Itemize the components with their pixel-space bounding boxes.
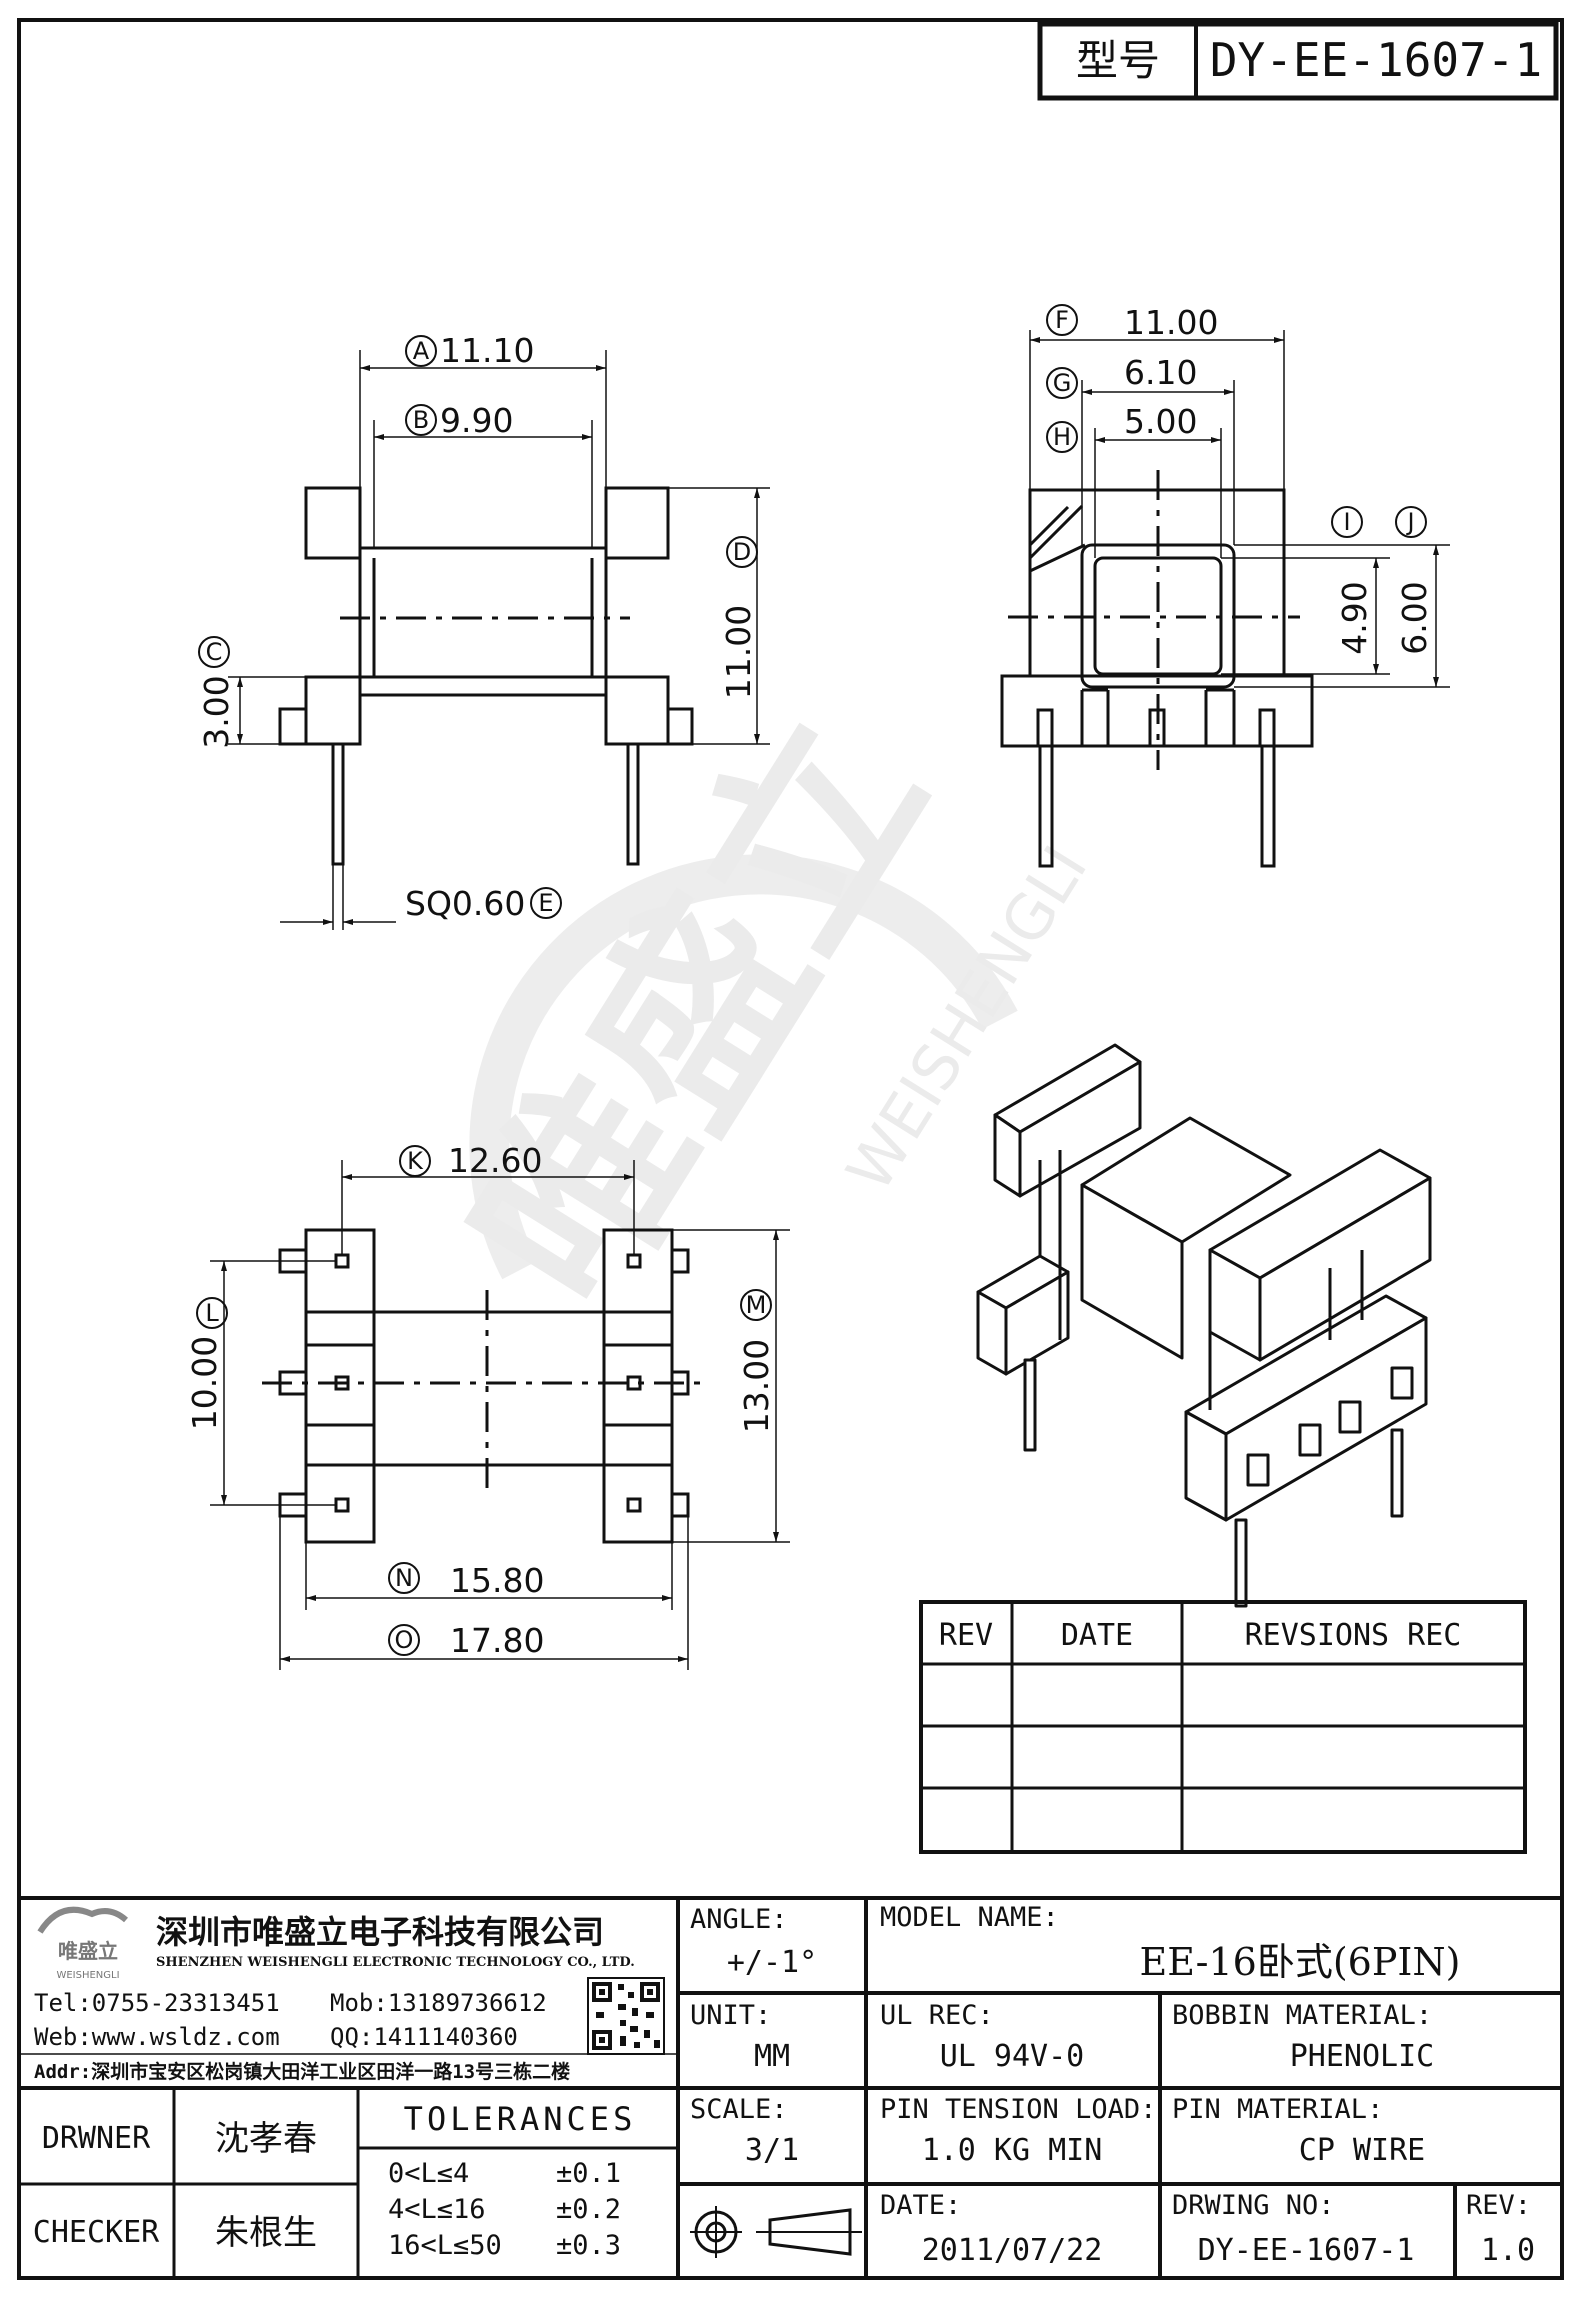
tol-value-2: ±0.2 <box>556 2194 621 2225</box>
pin-tension-label: PIN TENSION LOAD: <box>880 2094 1156 2125</box>
dim-value-a: 11.10 <box>440 331 534 370</box>
company-web: Web:www.wsldz.com <box>34 2023 280 2051</box>
drawer-name: 沈孝春 <box>215 2119 317 2159</box>
dim-letter-e: E <box>538 889 553 917</box>
dim-letter-j: J <box>1405 508 1414 536</box>
dim-value-b: 9.90 <box>440 401 513 440</box>
pin-material-label: PIN MATERIAL: <box>1172 2094 1383 2125</box>
model-label: 型号 <box>1076 36 1160 85</box>
sheet-border <box>17 18 1564 2280</box>
front-view <box>228 350 770 930</box>
dim-letter-c: C <box>206 638 223 666</box>
ul-label: UL REC: <box>880 2000 994 2031</box>
dim-letter-d: D <box>733 538 751 566</box>
ul-value: UL 94V-0 <box>940 2039 1085 2074</box>
dim-value-o: 17.80 <box>450 1621 544 1660</box>
drawing-no-value: DY-EE-1607-1 <box>1198 2233 1415 2268</box>
pin-material-value: CP WIRE <box>1299 2133 1425 2168</box>
angle-label: ANGLE: <box>690 1904 788 1935</box>
dim-letter-a: A <box>413 337 430 365</box>
dim-letter-f: F <box>1055 306 1069 334</box>
logo-cn: 唯盛立 <box>58 1939 118 1963</box>
pin-tension-value: 1.0 KG MIN <box>922 2133 1103 2168</box>
company-name-cn: 深圳市唯盛立电子科技有限公司 <box>156 1913 604 1951</box>
tol-range-1: 0<L≤4 <box>388 2158 469 2189</box>
tol-value-1: ±0.1 <box>556 2158 621 2189</box>
date-value: 2011/07/22 <box>922 2233 1103 2268</box>
dim-value-m: 13.00 <box>737 1339 776 1433</box>
projection-symbol-icon <box>690 2206 862 2258</box>
model-header: 型号 DY-EE-1607-1 <box>1037 21 1559 101</box>
title-block-grid <box>19 1896 1562 2278</box>
rev-col-rec: REVSIONS REC <box>1245 1618 1462 1653</box>
date-label: DATE: <box>880 2190 961 2221</box>
tol-value-3: ±0.3 <box>556 2230 621 2261</box>
checker-label: CHECKER <box>33 2215 160 2250</box>
unit-label: UNIT: <box>690 2000 771 2031</box>
qr-code-icon <box>587 1977 665 2055</box>
dim-value-c: 3.00 <box>197 675 236 748</box>
rev-col-rev: REV <box>939 1618 993 1653</box>
side-view <box>1000 330 1450 868</box>
company-tel: Tel:0755-23313451 <box>34 1989 280 2017</box>
dim-letter-m: M <box>746 1291 767 1319</box>
company-qq: QQ:1411140360 <box>330 2023 518 2051</box>
drawing-no-label: DRWING NO: <box>1172 2190 1335 2221</box>
company-name-en: SHENZHEN WEISHENGLI ELECTRONIC TECHNOLOG… <box>156 1955 635 1970</box>
dim-value-i: 4.90 <box>1335 581 1374 654</box>
dim-value-e: SQ0.60 <box>405 884 525 923</box>
dim-letter-l: L <box>205 1299 219 1327</box>
scale-label: SCALE: <box>690 2094 788 2125</box>
drawer-label: DRWNER <box>42 2121 151 2156</box>
dim-value-g: 6.10 <box>1124 353 1197 392</box>
company-logo: 唯盛立 WEISHENGLI <box>37 1906 128 1981</box>
dim-value-f: 11.00 <box>1124 303 1218 342</box>
dim-letter-o: O <box>395 1626 414 1654</box>
tolerances-label: TOLERANCES <box>404 2100 637 2138</box>
bottom-view <box>210 1160 790 1670</box>
dim-value-k: 12.60 <box>448 1141 542 1180</box>
dim-letter-g: G <box>1053 369 1072 397</box>
unit-value: MM <box>754 2039 790 2074</box>
dim-value-d: 11.00 <box>719 605 758 699</box>
model-name-value: EE-16卧式(6PIN) <box>1139 1940 1460 1984</box>
tol-range-2: 4<L≤16 <box>388 2194 486 2225</box>
dim-letter-i: I <box>1343 508 1350 536</box>
dim-letter-n: N <box>395 1564 413 1592</box>
rev-col-date: DATE <box>1061 1618 1133 1653</box>
dim-letter-h: H <box>1053 423 1071 451</box>
angle-value: +/-1° <box>727 1945 817 1980</box>
dim-value-h: 5.00 <box>1124 402 1197 441</box>
front-view-dims: A 11.10 B 9.90 D 11.00 C 3.00 SQ0.60 E <box>197 331 758 923</box>
bobbin-label: BOBBIN MATERIAL: <box>1172 2000 1432 2031</box>
dim-value-n: 15.80 <box>450 1561 544 1600</box>
dim-letter-k: K <box>407 1147 424 1175</box>
bottom-view-dims: K 12.60 L 10.00 M 13.00 N 15.80 O 17.80 <box>185 1141 776 1660</box>
company-addr: Addr:深圳市宝安区松岗镇大田洋工业区田洋一路13号三栋二楼 <box>34 2060 570 2083</box>
dim-letter-b: B <box>413 406 429 434</box>
bobbin-value: PHENOLIC <box>1290 2039 1435 2074</box>
dim-value-j: 6.00 <box>1395 581 1434 654</box>
model-name-label: MODEL NAME: <box>880 1902 1059 1933</box>
isometric-view <box>976 1043 1432 1608</box>
revision-table <box>919 1600 1527 1854</box>
checker-name: 朱根生 <box>215 2213 317 2253</box>
scale-value: 3/1 <box>745 2133 799 2168</box>
rev-label: REV: <box>1466 2190 1531 2221</box>
model-number: DY-EE-1607-1 <box>1210 33 1542 87</box>
watermark: 唯盛立 WEISHENGLI <box>428 680 1102 1344</box>
tol-range-3: 16<L≤50 <box>388 2230 502 2261</box>
logo-en: WEISHENGLI <box>56 1970 119 1981</box>
rev-value: 1.0 <box>1481 2233 1535 2268</box>
dim-value-l: 10.00 <box>185 1336 224 1430</box>
side-view-dims: F 11.00 G 6.10 H 5.00 I J 4.90 6.00 <box>1046 303 1434 655</box>
company-mob: Mob:13189736612 <box>330 1989 547 2017</box>
